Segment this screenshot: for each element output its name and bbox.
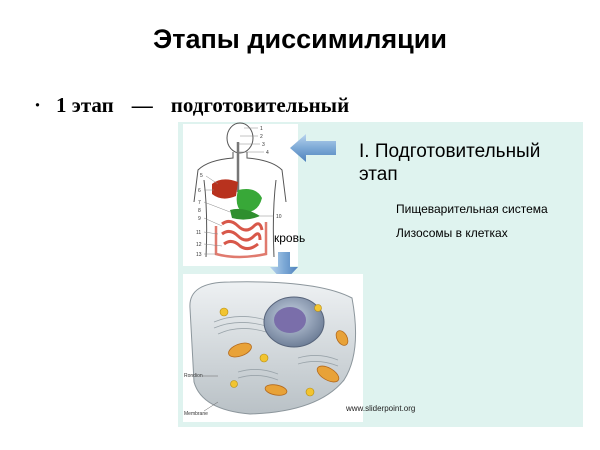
intestine-icon (221, 219, 264, 251)
lysosome-icon (219, 304, 322, 397)
liver-icon (212, 179, 238, 199)
stage-item-lysosomes: Лизосомы в клетках (396, 226, 508, 240)
bullet-stage: 1 этап (56, 93, 114, 117)
slide-title: Этапы диссимиляции (153, 24, 447, 54)
stage-item-digestive-system: Пищеварительная система (396, 202, 548, 216)
stomach-icon (236, 189, 262, 213)
watermark: www.sliderpoint.org (346, 404, 416, 413)
body-number-1: 1 (260, 126, 263, 132)
cell-label-rondion: Rondion (184, 373, 203, 379)
bullet-separator: — (131, 93, 153, 117)
stage-figure: 1 2 3 4 5 6 7 8 9 10 11 12 13 (178, 122, 583, 427)
digestive-system-diagram-icon: 1 2 3 4 5 6 7 8 9 10 11 12 13 (183, 122, 298, 266)
cell-illustration-icon (183, 274, 363, 422)
body-number-10: 10 (276, 214, 282, 220)
body-number-5: 5 (200, 173, 203, 179)
figure-drawing: 1 2 3 4 5 6 7 8 9 10 11 12 13 (183, 122, 363, 422)
body-number-7: 7 (198, 200, 201, 206)
arrow-left-icon (290, 134, 336, 162)
body-number-2: 2 (260, 134, 263, 140)
bullet-line: · 1 этап — подготовительный (34, 93, 349, 118)
bullet-marker: · (34, 93, 42, 117)
body-number-11: 11 (196, 230, 201, 236)
body-number-9: 9 (198, 216, 201, 222)
blood-label: кровь (274, 231, 306, 245)
stage-title: I. Подготовительный этап (359, 141, 541, 185)
body-number-4: 4 (266, 150, 269, 156)
bullet-stage-name: подготовительный (170, 93, 350, 117)
body-number-12: 12 (196, 242, 202, 248)
body-number-6: 6 (198, 188, 201, 194)
body-number-3: 3 (262, 142, 265, 148)
mitochondria-icon (228, 330, 349, 396)
body-number-8: 8 (198, 208, 201, 214)
cell-label-membrane: Membrane (184, 411, 208, 417)
body-number-13: 13 (196, 252, 202, 258)
